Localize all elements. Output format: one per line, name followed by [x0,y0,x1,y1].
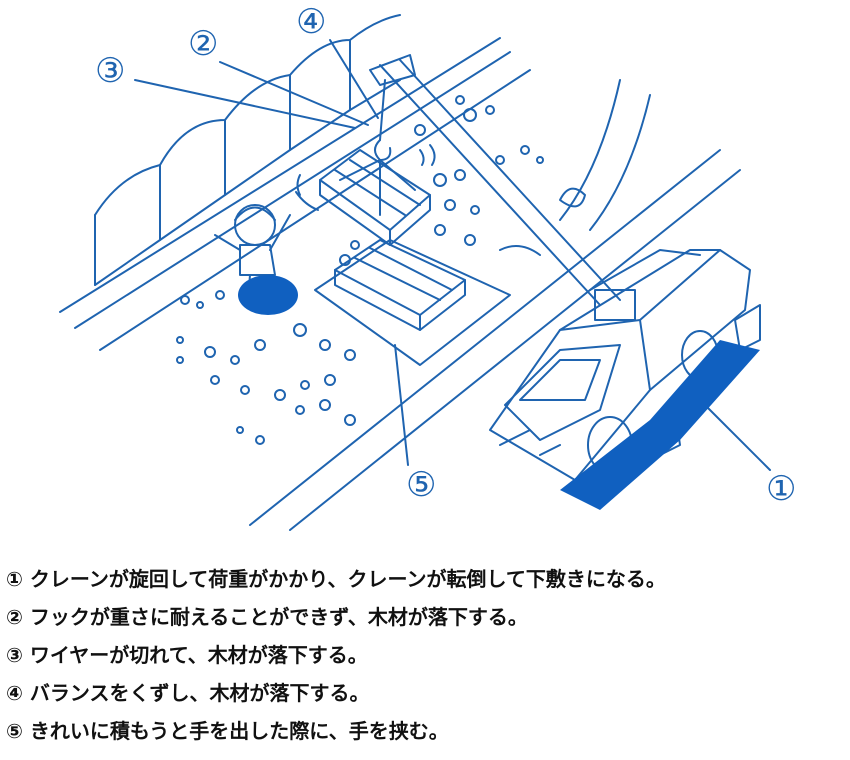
caption-1: ① クレーンが旋回して荷重がかかり、クレーンが転倒して下敷きになる。 [6,567,666,591]
road-edges [59,37,741,531]
callout-1: ① [766,469,796,509]
gravel-pattern [176,95,544,445]
callout-5: ⑤ [406,465,436,505]
hazard-caption-list: ① クレーンが旋回して荷重がかかり、クレーンが転倒して下敷きになる。 ② フック… [6,560,846,750]
truck-shadow [560,340,760,510]
caption-5: ⑤ きれいに積もうと手を出した際に、手を挟む。 [6,719,449,743]
caption-3: ③ ワイヤーが切れて、木材が落下する。 [6,643,368,667]
stacked-lumber [314,239,511,366]
shadows [238,275,760,510]
caption-2: ② フックが重さに耐えることができず、木材が落下する。 [6,605,528,629]
caption-4: ④ バランスをくずし、木材が落下する。 [6,681,370,705]
safety-net-fence [94,14,401,286]
callout-4: ④ [296,2,326,42]
worker-shadow [238,275,298,315]
callout-3: ③ [95,51,125,91]
callout-2: ② [188,24,218,64]
suspended-lumber [295,144,436,246]
callout-leaders [134,39,771,471]
crane-hazard-illustration: ③ ② ④ ⑤ ① [59,2,796,531]
